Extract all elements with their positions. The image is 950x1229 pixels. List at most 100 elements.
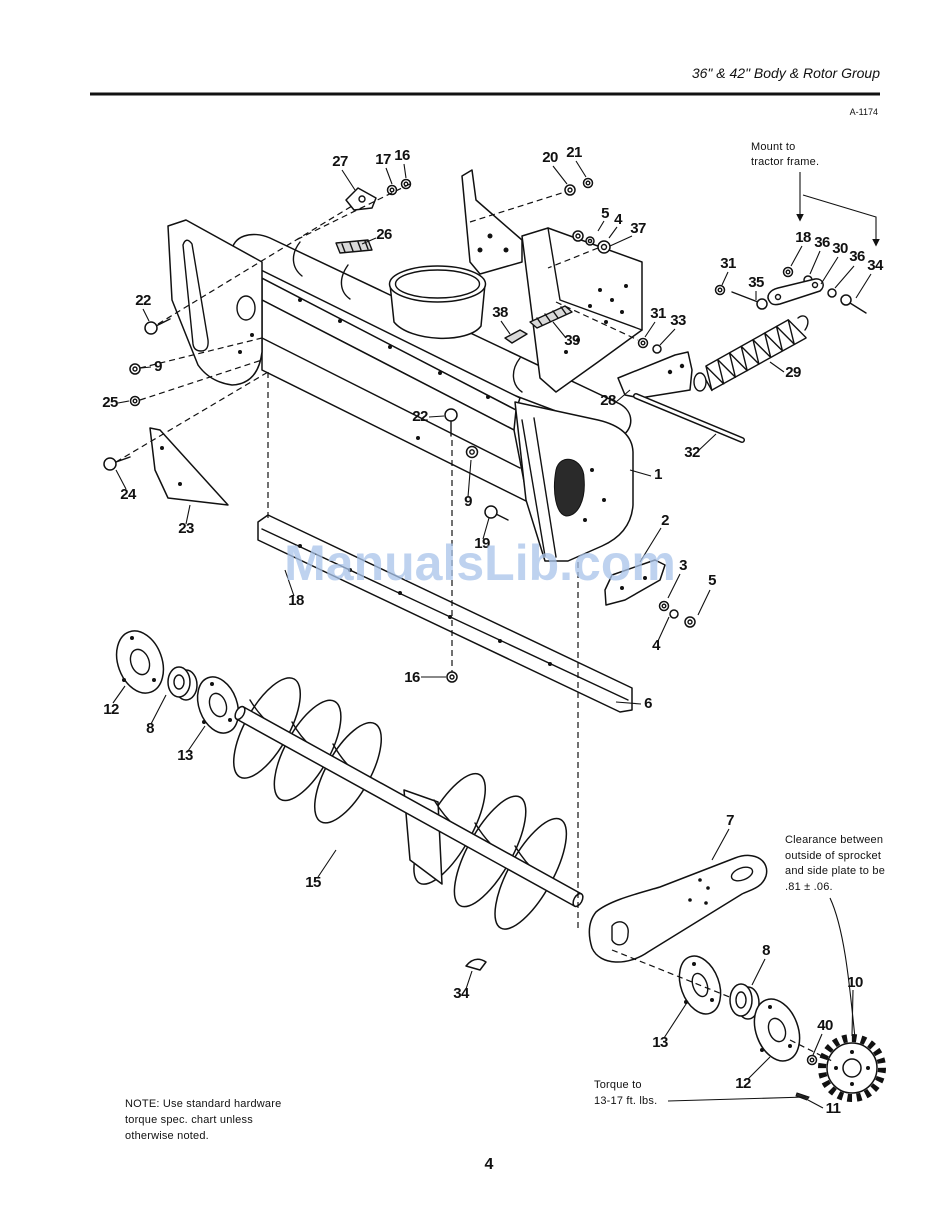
torque-note-line: Torque to bbox=[594, 1079, 642, 1091]
spring-29 bbox=[705, 319, 807, 392]
watermark: ManualsLib.com bbox=[284, 535, 676, 591]
page-number: 4 bbox=[485, 1156, 494, 1173]
hardware-note-line: otherwise noted. bbox=[125, 1130, 209, 1142]
callout-8-left: 8 bbox=[146, 720, 154, 737]
left-bearing-set bbox=[115, 630, 240, 734]
left-plate-slot bbox=[182, 239, 209, 352]
callout-28: 28 bbox=[600, 392, 616, 409]
callout-11: 11 bbox=[826, 1100, 841, 1117]
bolt-35-head bbox=[756, 298, 768, 310]
flange-12-left bbox=[115, 630, 165, 694]
scraper-bar-bend bbox=[261, 528, 629, 701]
callout-32: 32 bbox=[684, 444, 700, 461]
skid-shoe-2 bbox=[604, 559, 666, 606]
torque-note-line: 13-17 ft. lbs. bbox=[594, 1095, 657, 1107]
bracket-28 bbox=[617, 351, 693, 399]
housing-assembly bbox=[167, 169, 643, 562]
callout-16-lower: 16 bbox=[404, 669, 420, 686]
callout-20: 20 bbox=[542, 149, 558, 166]
nut-31-upper bbox=[714, 284, 726, 296]
hardware-note-line: torque spec. chart unless bbox=[125, 1114, 253, 1126]
clearance-note-line: .81 ± .06. bbox=[785, 881, 833, 893]
callout-12-left: 12 bbox=[103, 701, 119, 718]
gusset-23 bbox=[149, 427, 229, 506]
washer-33 bbox=[652, 344, 662, 354]
nut-18-upper bbox=[782, 266, 794, 278]
callout-8-right: 8 bbox=[762, 942, 770, 959]
right-plate-bearing-hole bbox=[553, 458, 585, 517]
drawing-code: A-1174 bbox=[850, 107, 878, 117]
nut-37 bbox=[597, 240, 611, 254]
callout-22-center: 22 bbox=[412, 408, 428, 425]
bolt-19-head bbox=[484, 505, 498, 519]
mount-note: Mount to tractor frame. bbox=[751, 141, 880, 247]
drum-band-right bbox=[512, 357, 523, 393]
callout-3: 3 bbox=[679, 557, 687, 574]
hardware bbox=[103, 177, 867, 1101]
right-bearing-set bbox=[678, 955, 801, 1062]
gear-box-edge bbox=[547, 227, 643, 331]
callout-1: 1 bbox=[654, 466, 662, 483]
bolt-22-left-shank bbox=[155, 318, 171, 327]
callout-19: 19 bbox=[474, 535, 490, 552]
mount-note-line: tractor frame. bbox=[751, 156, 819, 168]
callout-35: 35 bbox=[748, 274, 764, 291]
bolt-22-center-head bbox=[444, 408, 458, 422]
callout-24: 24 bbox=[120, 486, 137, 503]
callout-21: 21 bbox=[566, 144, 582, 161]
mount-note-line: Mount to bbox=[751, 141, 795, 153]
washer-36-b bbox=[827, 288, 837, 298]
sprocket-teeth bbox=[818, 1034, 886, 1102]
key-34 bbox=[465, 958, 487, 971]
auger-15 bbox=[232, 677, 584, 930]
drum-band-left bbox=[292, 241, 303, 277]
callout-25: 25 bbox=[102, 394, 118, 411]
bolt-34-shank bbox=[849, 302, 867, 314]
callout-15: 15 bbox=[305, 874, 321, 891]
chute-ring-opening bbox=[394, 269, 481, 299]
nut-5-lower bbox=[684, 616, 696, 628]
nut-31-lower bbox=[637, 337, 649, 349]
clearance-note-line: and side plate to be bbox=[785, 865, 885, 877]
sprocket-hub bbox=[842, 1058, 862, 1078]
callout-34-key: 34 bbox=[453, 985, 470, 1002]
clearance-note-line: Clearance between bbox=[785, 834, 883, 846]
plate-7 bbox=[588, 854, 768, 963]
callout-9-center: 9 bbox=[464, 493, 472, 510]
hardware-note: NOTE: Use standard hardware torque spec.… bbox=[125, 1098, 281, 1142]
spring-lift-assembly bbox=[617, 315, 809, 443]
callout-27: 27 bbox=[332, 153, 348, 170]
callout-36-b: 36 bbox=[849, 248, 865, 265]
drum-band-middle bbox=[340, 264, 351, 300]
callout-36-a: 36 bbox=[814, 234, 830, 251]
torque-note: Torque to 13-17 ft. lbs. bbox=[594, 1079, 807, 1107]
nut-16 bbox=[400, 178, 412, 190]
callout-6: 6 bbox=[644, 695, 652, 712]
bearing-8-right bbox=[729, 983, 753, 1017]
callout-23: 23 bbox=[178, 520, 194, 537]
washer-3 bbox=[658, 600, 670, 612]
callout-7: 7 bbox=[726, 812, 734, 829]
callout-31-b: 31 bbox=[650, 305, 666, 322]
callout-30: 30 bbox=[832, 240, 848, 257]
link-30 bbox=[767, 278, 824, 306]
nut-16-lower bbox=[446, 671, 458, 683]
bracket-27 bbox=[345, 187, 377, 211]
bearing-8-left bbox=[167, 666, 191, 698]
bolt-24-head bbox=[103, 457, 117, 471]
nut-21 bbox=[582, 177, 594, 189]
callout-10: 10 bbox=[847, 974, 863, 991]
callout-16-top: 16 bbox=[394, 147, 410, 164]
callout-5-lower: 5 bbox=[708, 572, 716, 589]
nut-9-center bbox=[465, 445, 479, 459]
callout-39: 39 bbox=[564, 332, 580, 349]
callout-13-right: 13 bbox=[652, 1034, 668, 1051]
nut-5-upper bbox=[572, 230, 584, 242]
callout-5-top: 5 bbox=[601, 205, 609, 222]
callout-9-left: 9 bbox=[154, 358, 162, 375]
washer-4-upper bbox=[585, 236, 595, 246]
callout-40: 40 bbox=[817, 1017, 833, 1034]
callout-31-a: 31 bbox=[720, 255, 736, 272]
callout-38: 38 bbox=[492, 304, 508, 321]
